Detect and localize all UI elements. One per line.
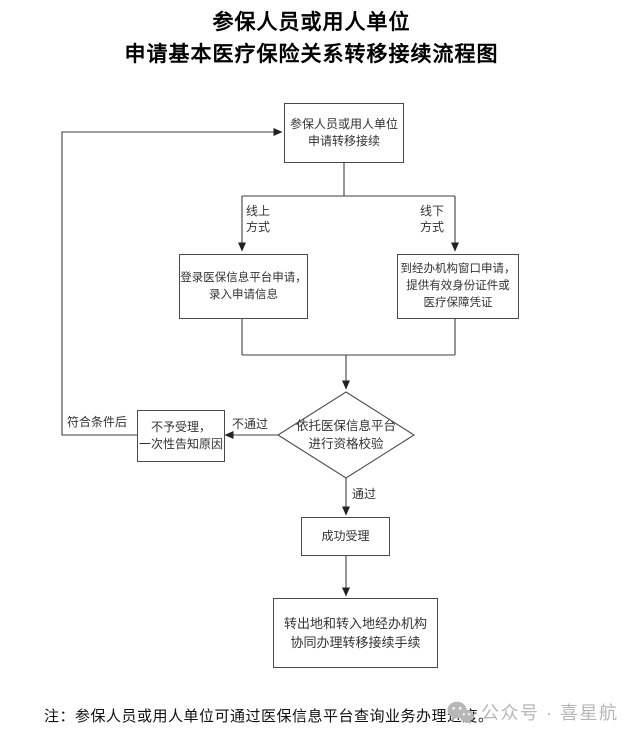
wechat-icon — [447, 701, 474, 724]
node-offline-line-3: 医疗保障凭证 — [423, 297, 493, 309]
node-online-line-1: 登录医保信息平台申请， — [180, 271, 307, 284]
node-accept-line-1: 成功受理 — [321, 529, 370, 543]
node-verify-decision: 依托医保信息平台 进行资格校验 — [283, 417, 409, 453]
footer-note: 注：参保人员或用人单位可通过医保信息平台查询业务办理进度。 — [44, 709, 494, 725]
edge-label-pass: 通过 — [352, 487, 377, 501]
node-apply-line-2: 申请转移接续 — [307, 134, 380, 148]
node-verify-line-2: 进行资格校验 — [308, 437, 384, 451]
node-accept: 成功受理 — [301, 517, 390, 556]
node-transfer-line-2: 协同办理转移接续手续 — [290, 635, 421, 650]
node-apply-transfer: 参保人员或用人单位 申请转移接续 — [284, 103, 404, 163]
edge-label-offline-method: 线下 方式 — [420, 203, 444, 235]
node-transfer-line-1: 转出地和转入地经办机构 — [283, 616, 427, 631]
node-verify-line-1: 依托医保信息平台 — [295, 419, 396, 433]
edge-label-online-line-1: 线上 — [246, 204, 271, 218]
edge-label-online-method: 线上 方式 — [246, 203, 270, 235]
watermark: 公众号 · 喜星航 — [447, 699, 619, 725]
edge-label-online-line-2: 方式 — [246, 220, 271, 234]
title-line-2: 申请基本医疗保险关系转移接续流程图 — [124, 42, 499, 66]
edge-label-fail: 不通过 — [232, 417, 269, 431]
node-offline-line-1: 到经办机构窗口申请， — [400, 263, 516, 275]
watermark-text: 公众号 · 喜星航 — [481, 703, 619, 723]
node-reject-line-2: 一次性告知原因 — [138, 437, 223, 451]
node-apply-line-1: 参保人员或用人单位 — [289, 117, 398, 131]
node-offline-apply: 到经办机构窗口申请， 提供有效身份证件或 医疗保障凭证 — [397, 254, 519, 319]
node-online-apply: 登录医保信息平台申请， 录入申请信息 — [179, 254, 308, 319]
edge-label-offline-line-2: 方式 — [420, 220, 445, 234]
page-title: 参保人员或用人单位 申请基本医疗保险关系转移接续流程图 — [0, 6, 623, 70]
edge-label-qualified: 符合条件后 — [67, 415, 128, 429]
node-online-line-2: 录入申请信息 — [209, 288, 278, 301]
title-line-1: 参保人员或用人单位 — [212, 10, 411, 34]
node-reject-line-1: 不予受理， — [150, 420, 211, 434]
node-offline-line-2: 提供有效身份证件或 — [406, 280, 510, 292]
node-transfer-handle: 转出地和转入地经办机构 协同办理转移接续手续 — [273, 598, 438, 668]
node-reject: 不予受理， 一次性告知原因 — [137, 410, 225, 462]
edge-label-offline-line-1: 线下 — [420, 204, 445, 218]
